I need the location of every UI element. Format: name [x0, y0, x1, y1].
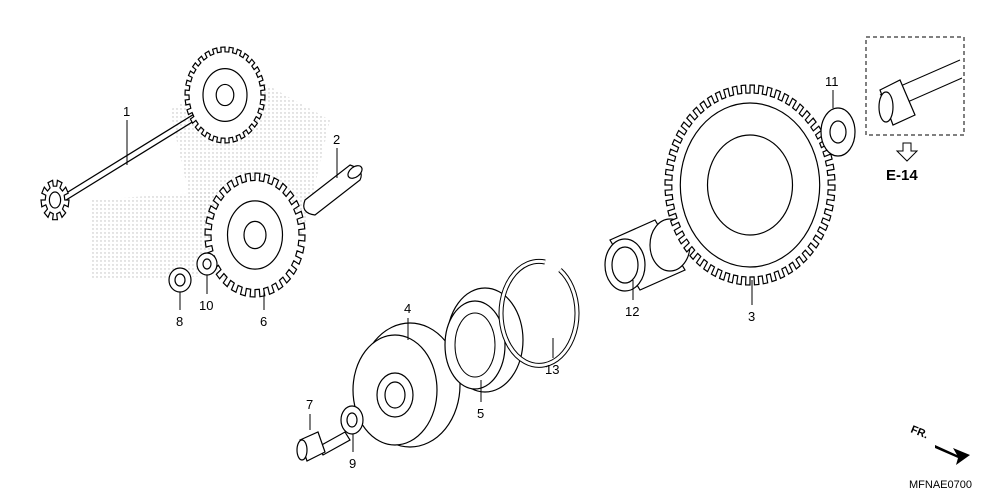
callout-13: 13 [545, 362, 559, 377]
starter-driven-gear [664, 84, 836, 286]
callout-6: 6 [260, 314, 267, 329]
callouts: 1 2 3 4 5 6 7 8 9 10 11 12 13 [123, 74, 839, 471]
callout-3: 3 [748, 309, 755, 324]
shaft-assembly [40, 46, 266, 221]
callout-2: 2 [333, 132, 340, 147]
callout-1: 1 [123, 104, 130, 119]
callout-9: 9 [349, 456, 356, 471]
callout-8: 8 [176, 314, 183, 329]
callout-10: 10 [199, 298, 213, 313]
callout-12: 12 [625, 304, 639, 319]
callout-5: 5 [477, 406, 484, 421]
small-pinion-gear [40, 179, 70, 221]
inset-detail [865, 36, 965, 136]
one-way-clutch [444, 287, 524, 393]
reference-arrow-icon [895, 142, 919, 162]
reduction-gear [204, 172, 306, 298]
one-way-clutch-outer [352, 322, 461, 448]
callout-11: 11 [825, 74, 839, 89]
washer-10 [196, 252, 218, 276]
reference-label[interactable]: E-14 [886, 167, 918, 184]
pin [303, 164, 363, 216]
thrust-washer [820, 107, 856, 157]
diagram-code: MFNAE0700 [909, 479, 972, 491]
front-label: FR. [909, 424, 930, 442]
shaft-gear [184, 46, 266, 144]
washer-8 [168, 267, 192, 293]
washer-9 [340, 405, 364, 435]
front-arrow-icon [935, 445, 970, 465]
callout-4: 4 [404, 301, 411, 316]
callout-7: 7 [306, 397, 313, 412]
bolt [296, 431, 351, 462]
snap-ring [498, 258, 580, 368]
